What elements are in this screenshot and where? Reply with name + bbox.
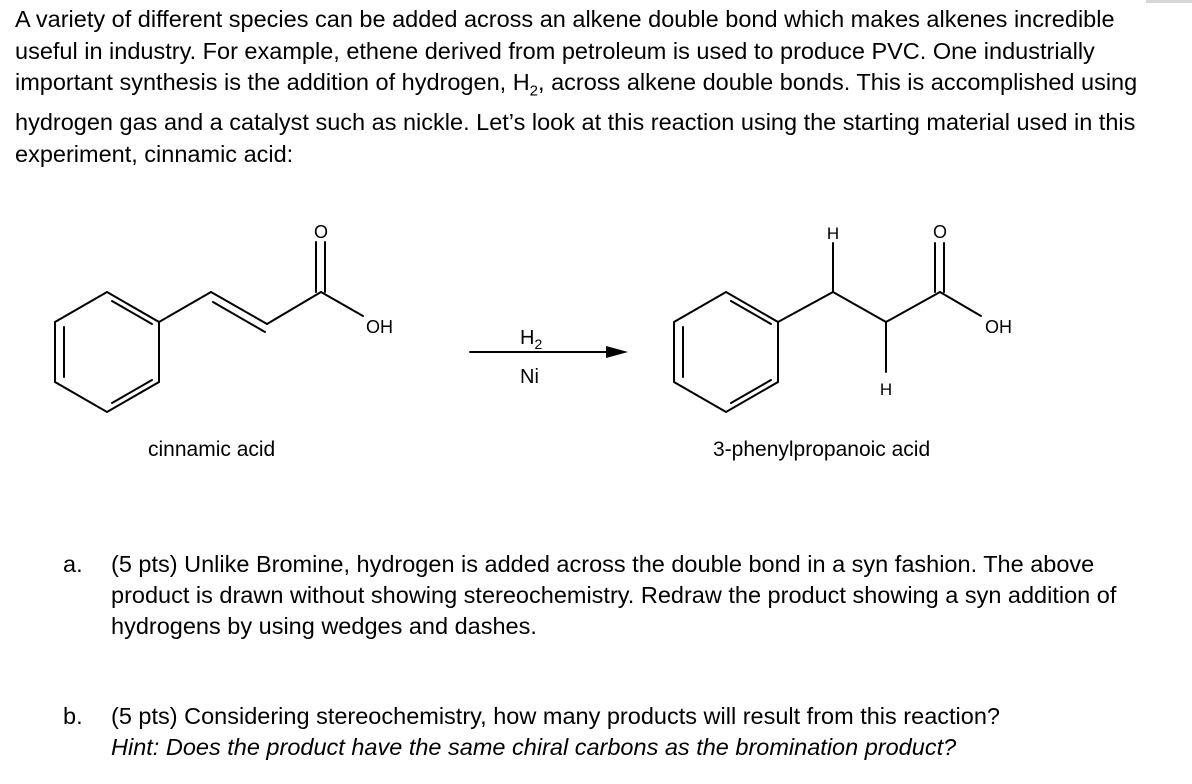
question-a: a. (5 pts) Unlike Bromine, hydrogen is a…: [63, 549, 1173, 649]
intro-text-2: , across alkene double bonds. This is ac…: [15, 69, 1138, 167]
intro-text-1: A variety of different species can be ad…: [15, 6, 1115, 95]
question-a-marker: a.: [63, 551, 83, 577]
product-oxygen-label: O: [933, 222, 947, 242]
question-b-marker: b.: [63, 703, 83, 729]
product-benzene-ring: [673, 290, 779, 414]
product-hydrogen-top: H: [827, 224, 839, 243]
product-structure: [673, 242, 982, 414]
product-hydroxyl-label: OH: [985, 317, 1012, 337]
reactant-name: cinnamic acid: [148, 438, 275, 461]
product-name: 3-phenylpropanoic acid: [713, 438, 930, 461]
reagent-hydrogen: H2: [520, 327, 542, 352]
arrow-head: [606, 346, 628, 358]
question-b-body: (5 pts) Considering stereochemistry, how…: [111, 701, 1171, 763]
corner-divider: [1146, 0, 1192, 3]
reactant-oxygen-label: O: [314, 222, 328, 242]
reagent-catalyst: Ni: [520, 366, 539, 388]
cinnamic-acid-structure: [54, 241, 364, 414]
reaction-scheme: O OH cinnamic acid H2 Ni H H O OH 3-phen…: [54, 222, 1012, 461]
question-b-hint: Hint: Does the product have the same chi…: [111, 734, 957, 760]
question-b: b. (5 pts) Considering stereochemistry, …: [63, 701, 1173, 771]
reactant-hydroxyl-label: OH: [366, 317, 393, 337]
reactant-benzene-ring: [54, 290, 160, 414]
question-b-text: (5 pts) Considering stereochemistry, how…: [111, 703, 1000, 729]
intro-subscript: 2: [529, 82, 539, 100]
question-a-text: (5 pts) Unlike Bromine, hydrogen is adde…: [111, 551, 1117, 639]
intro-paragraph: A variety of different species can be ad…: [15, 4, 1165, 170]
product-hydrogen-bottom: H: [880, 380, 892, 399]
